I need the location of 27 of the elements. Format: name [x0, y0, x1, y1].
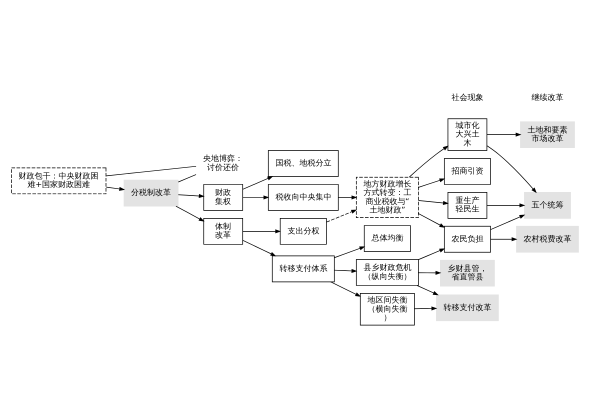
- arrow: [486, 132, 522, 136]
- arrow: [408, 145, 449, 177]
- arrow: [330, 281, 362, 296]
- arrow: [242, 176, 274, 190]
- connector: [106, 165, 196, 176]
- arrow: [242, 194, 270, 199]
- arrow: [486, 144, 537, 193]
- arrow: [326, 209, 358, 222]
- arrow: [418, 178, 446, 188]
- arrow: [334, 268, 358, 272]
- arrow: [490, 236, 518, 241]
- arrow: [418, 270, 442, 274]
- connector: [178, 174, 196, 182]
- arrow: [334, 246, 366, 258]
- arrow: [414, 306, 438, 310]
- arrow: [338, 194, 358, 199]
- arrow: [242, 228, 282, 233]
- arrow: [418, 200, 449, 204]
- arrow: [176, 205, 205, 222]
- arrow: [416, 284, 439, 295]
- arrow: [418, 248, 446, 260]
- arrow: [178, 193, 205, 198]
- arrow: [106, 186, 126, 190]
- arrow: [418, 212, 446, 228]
- arrow: [242, 239, 276, 256]
- arrow: [486, 202, 526, 207]
- arrow: [490, 214, 526, 230]
